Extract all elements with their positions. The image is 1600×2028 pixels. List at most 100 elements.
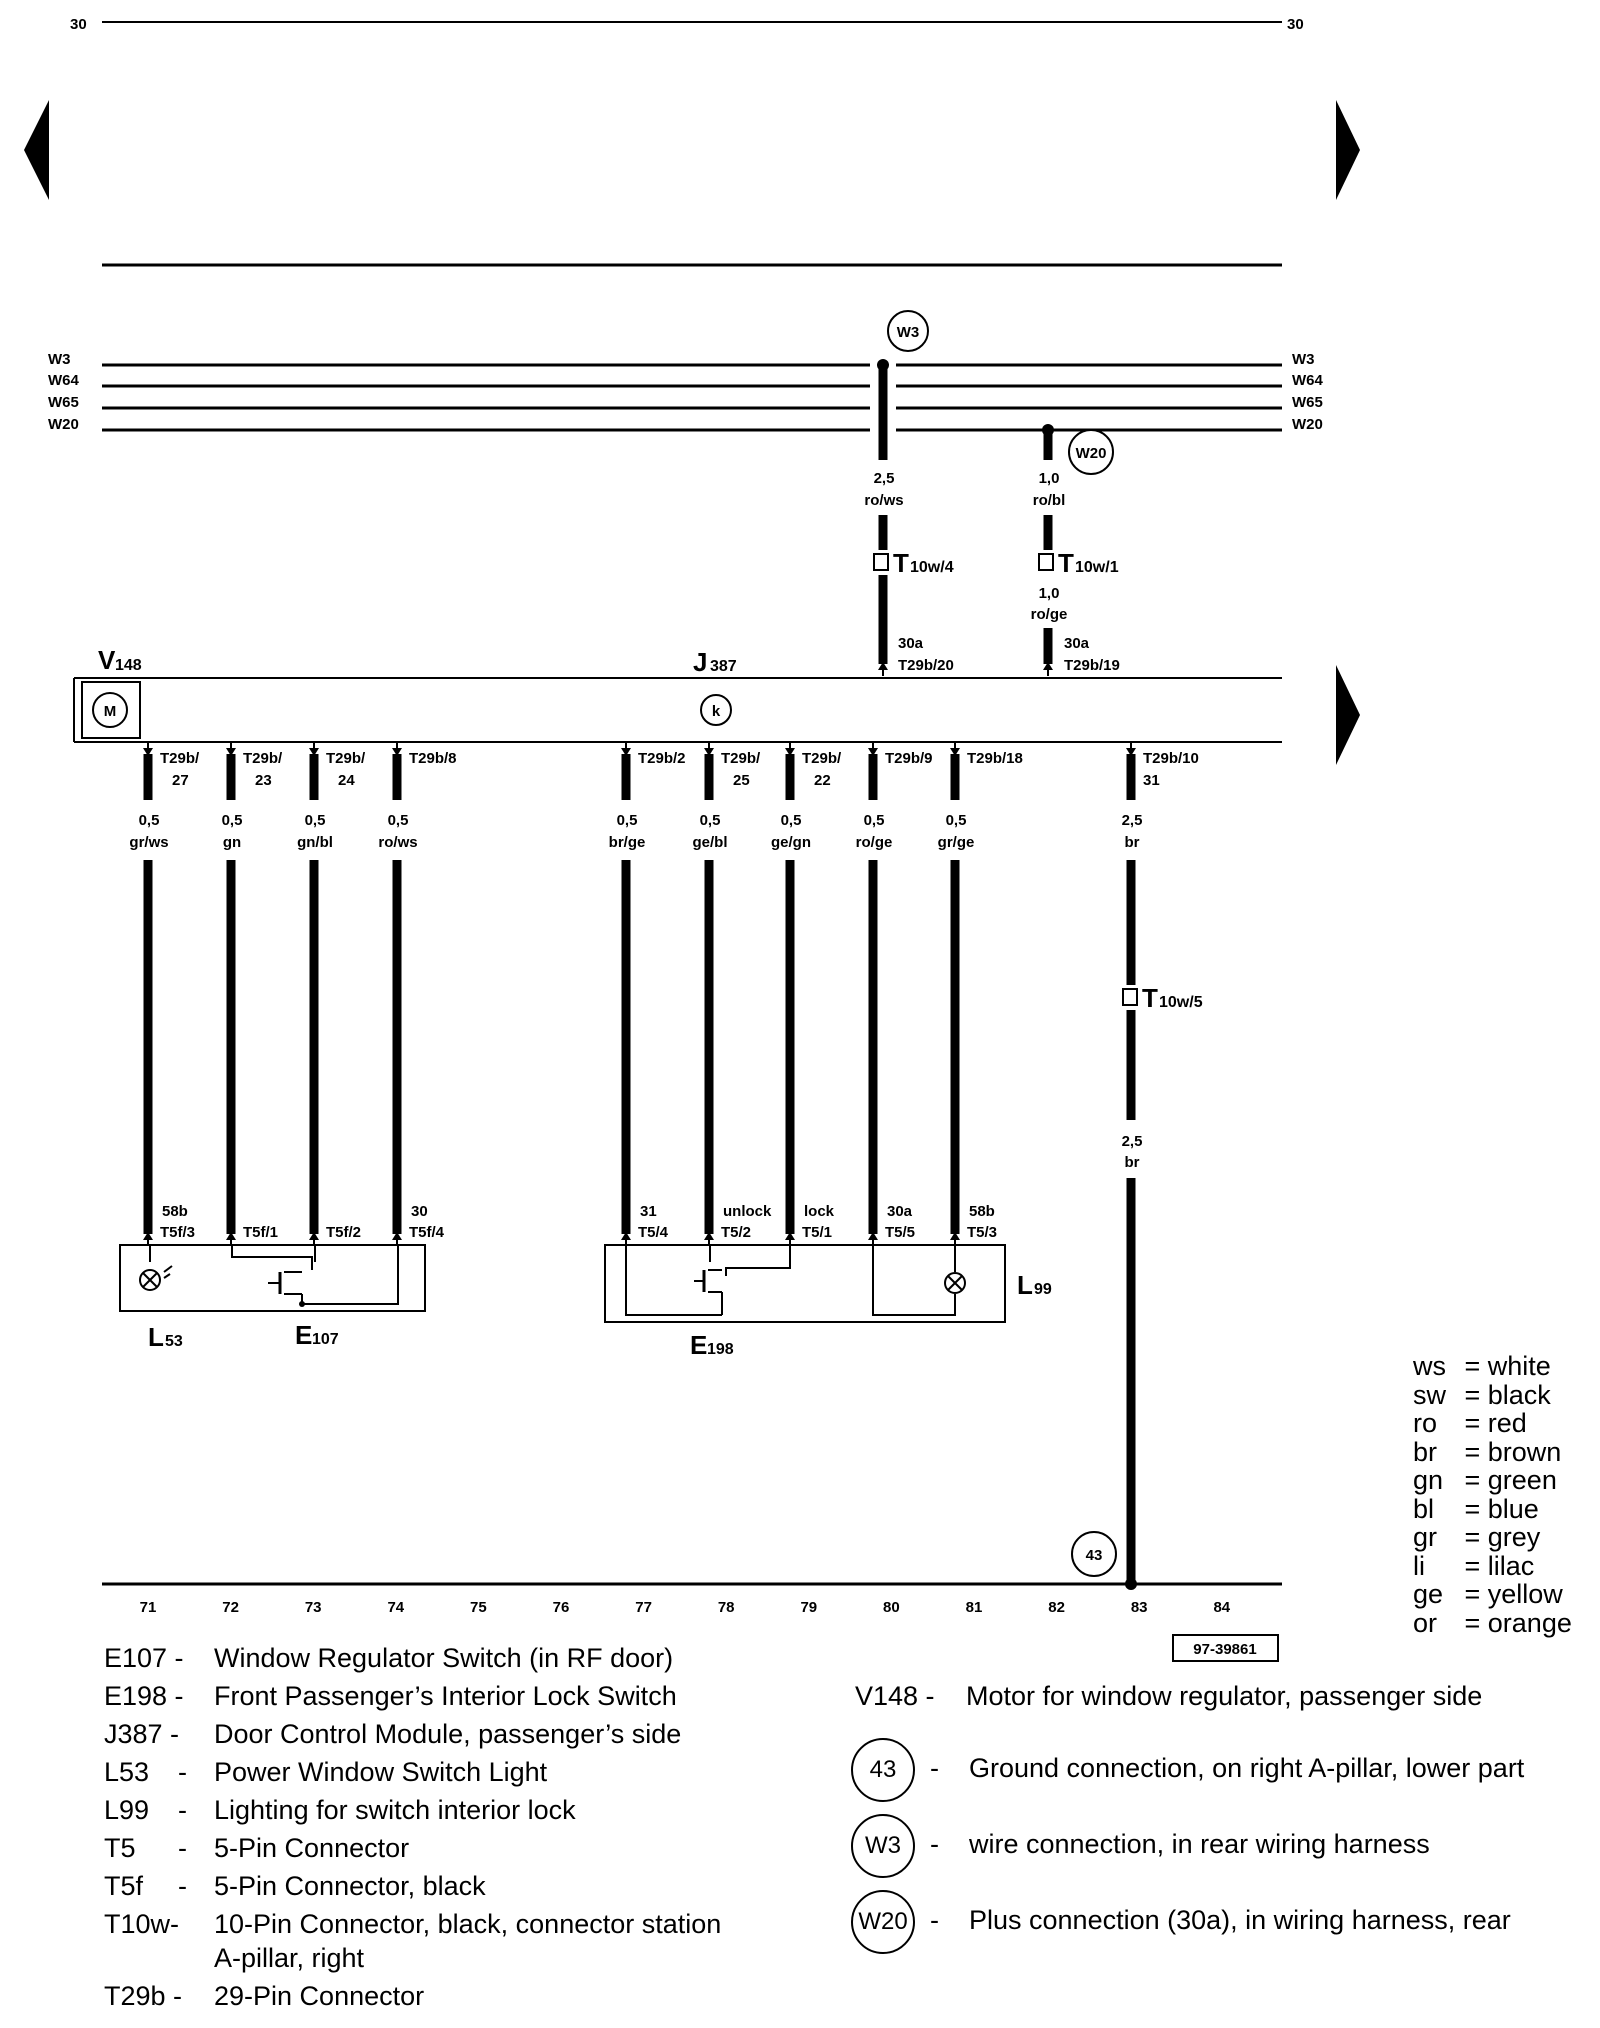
pin-arrow-icon — [620, 1231, 632, 1247]
pin-arrow-icon — [142, 1231, 154, 1247]
pin-arrow-icon — [784, 741, 796, 757]
connector-sub: 10w/4 — [910, 559, 954, 576]
legend-row-v148: V148 -Motor for window regulator, passen… — [855, 1681, 1483, 1711]
wire-color: ro/ws — [864, 492, 903, 509]
pin-function: 58b — [162, 1203, 188, 1220]
pin-number: T29b/20 — [898, 657, 954, 674]
wire-size: 0,5 — [946, 812, 967, 829]
ground-icon — [1071, 1531, 1117, 1577]
column-marker-right: 30 — [1287, 16, 1304, 33]
e107-sub: 107 — [312, 1331, 339, 1348]
track-number: 83 — [1131, 1599, 1148, 1616]
bus-label: W65 — [1292, 394, 1323, 411]
arrow-right-icon[interactable] — [1336, 665, 1360, 765]
pin-arrow-icon — [391, 1231, 403, 1247]
pin-function: lock — [804, 1203, 835, 1220]
wire-size: 0,5 — [222, 812, 243, 829]
ground-node-43: 43 — [1071, 1531, 1137, 1590]
wire-color: br — [1125, 834, 1140, 851]
l53-sub: 53 — [165, 1333, 183, 1350]
wire-color: gn/bl — [297, 834, 333, 851]
j387-module: J 387 k — [73, 647, 1282, 743]
ground-symbol-icon: 43 — [851, 1738, 915, 1802]
wire-color: ro/ge — [856, 834, 893, 851]
pin-number: T29b/10 — [1143, 750, 1199, 767]
e198-id: E — [690, 1330, 707, 1360]
wire-size: 2,5 — [1122, 1133, 1143, 1150]
pin-number: T5f/2 — [326, 1224, 361, 1241]
track-number: 76 — [553, 1599, 570, 1616]
pin-number: T5/5 — [885, 1224, 915, 1241]
color-code-row: gn = green — [1413, 1465, 1557, 1495]
track-number: 78 — [718, 1599, 735, 1616]
color-code-row: sw = black — [1413, 1379, 1551, 1410]
wire-color: gr/ws — [129, 834, 168, 851]
pin-number: 31 — [1143, 772, 1160, 789]
legend-row-continued: A-pillar, right — [214, 1943, 365, 1973]
track-number: 79 — [800, 1599, 817, 1616]
pin-function: 30a — [1064, 635, 1090, 652]
legend-row: J387 -Door Control Module, passenger’s s… — [104, 1719, 682, 1749]
lamp-icon — [944, 1272, 966, 1294]
wire-size: 2,5 — [874, 470, 895, 487]
pin-function: 30 — [411, 1203, 428, 1220]
column-marker-line: 30 30 — [70, 16, 1304, 33]
wire-size: 0,5 — [864, 812, 885, 829]
wire-size: 1,0 — [1039, 470, 1060, 487]
track-number: 80 — [883, 1599, 900, 1616]
motor-symbol: M — [104, 703, 117, 720]
arrow-right-icon[interactable] — [1336, 100, 1360, 200]
bus-label: W3 — [1292, 351, 1315, 368]
track-number: 77 — [635, 1599, 652, 1616]
bus-label: W64 — [48, 372, 80, 389]
wire-color: gr/ge — [938, 834, 975, 851]
node-w20-icon — [1068, 429, 1114, 475]
relay-icon — [700, 694, 732, 726]
track-number: 82 — [1048, 1599, 1065, 1616]
motor-icon — [92, 692, 128, 728]
connector-label: T — [1058, 548, 1074, 578]
legend-row-w20: - Plus connection (30a), in wiring harne… — [930, 1905, 1511, 1935]
connector-label: T — [1142, 983, 1158, 1013]
wire-color: ge/bl — [692, 834, 727, 851]
track-number: 73 — [305, 1599, 322, 1616]
track-number: 71 — [140, 1599, 157, 1616]
pin-number: T29b/19 — [1064, 657, 1120, 674]
pin-function: 58b — [969, 1203, 995, 1220]
color-code-row: bl = blue — [1413, 1493, 1539, 1524]
j387-id: J — [693, 647, 707, 677]
node-w20-label: W20 — [1076, 445, 1107, 462]
wire-size: 0,5 — [700, 812, 721, 829]
connector-sub: 10w/1 — [1075, 559, 1119, 576]
wire-color: ro/bl — [1033, 492, 1066, 509]
arrow-left-icon[interactable] — [24, 100, 49, 200]
node-w3-icon — [887, 310, 929, 352]
bus-label: W65 — [48, 394, 79, 411]
column-marker-left: 30 — [70, 16, 87, 33]
switch-icon — [694, 1269, 723, 1315]
wire-size: 2,5 — [1122, 812, 1143, 829]
wire-w20: W20 1,0 ro/bl T 10w/1 1,0 ro/ge 30a T29b… — [1031, 424, 1120, 677]
bus-labels-right: W3 W64 W65 W20 — [1292, 351, 1324, 433]
switch-box-e198: L 99 E 198 — [604, 1244, 1052, 1360]
track-number: 72 — [222, 1599, 239, 1616]
color-code-row: ws = white — [1413, 1351, 1551, 1381]
legend-row: T10w-10-Pin Connector, black, connector … — [104, 1909, 722, 1939]
pin-function: 30a — [887, 1203, 913, 1220]
pin-function: unlock — [723, 1203, 772, 1220]
relay-symbol: k — [712, 703, 721, 720]
connector-icon — [1038, 553, 1054, 571]
pin-arrow-icon — [620, 741, 632, 757]
pin-number: 23 — [255, 772, 272, 789]
color-code-legend: ws = white sw = black ro = red br = brow… — [1413, 1352, 1572, 1637]
l99-id: L — [1017, 1270, 1033, 1300]
lamp-icon — [139, 1265, 173, 1291]
v148-motor: V 148 M — [81, 645, 142, 739]
color-code-row: or = orange — [1413, 1607, 1572, 1638]
